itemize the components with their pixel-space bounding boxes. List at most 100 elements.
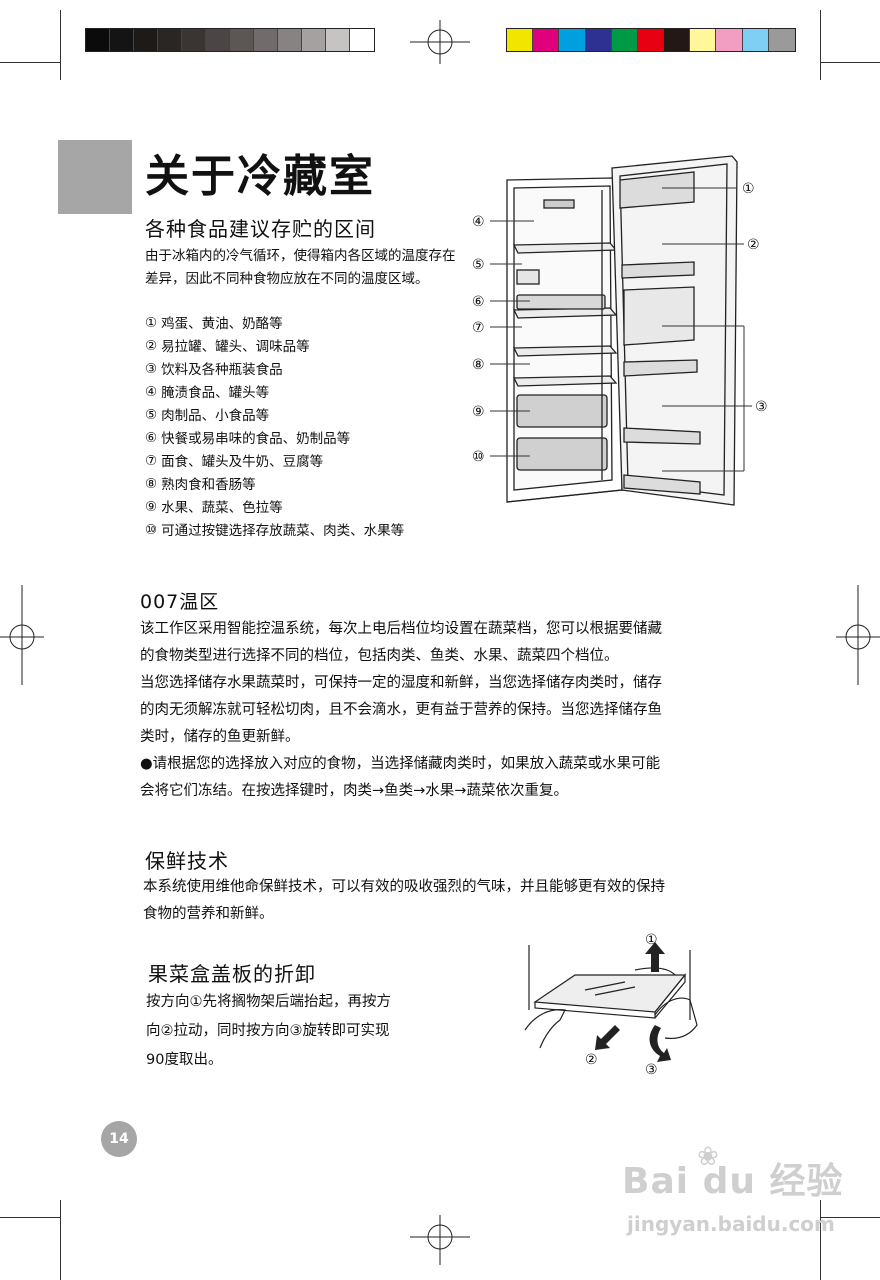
crop-mark [0, 62, 60, 63]
color-swatch [611, 29, 638, 51]
paragraph-line: 食物的营养和新鲜。 [143, 906, 274, 922]
fresh-text: 本系统使用维他命保鲜技术，可以有效的吸收强烈的气味，并且能够更有效的保持 食物的… [143, 874, 783, 928]
fresh-heading: 保鲜技术 [145, 849, 229, 873]
paragraph-line: 类时，储存的鱼更新鲜。 [140, 729, 300, 745]
color-swatch [182, 29, 206, 51]
zone-number: ⑦ [145, 453, 158, 469]
paragraph-line: 的肉无须解冻就可轻松切肉，且不会滴水，更有益于营养的保持。当您选择储存鱼 [140, 702, 662, 718]
zone-number: ⑩ [145, 522, 158, 538]
color-swatch [664, 29, 691, 51]
color-swatch [690, 29, 717, 51]
watermark-logo: ❀ Bai du 经验 [622, 1142, 844, 1202]
zone-number: ⑤ [145, 407, 158, 423]
crop-mark [820, 1200, 821, 1280]
color-swatch [768, 29, 795, 51]
paragraph-line: 按方向①先将搁物架后端抬起，再按方 [146, 994, 391, 1010]
diagram-label: ⑤ [472, 257, 485, 273]
crop-mark [60, 1200, 61, 1280]
page-number: 14 [101, 1121, 137, 1157]
fridge-zone-diagram: ④ ⑤ ⑥ ⑦ ⑧ ⑨ ⑩ ① ② ③ [472, 155, 768, 506]
zone-number: ⑨ [145, 499, 158, 515]
diagram-label: ① [645, 932, 658, 948]
color-swatch [637, 29, 665, 51]
registration-mark-top [410, 20, 470, 64]
watermark-url: jingyan.baidu.com [627, 1212, 835, 1236]
color-swatch [302, 29, 326, 51]
section-marker-block [58, 140, 132, 214]
color-swatch [507, 29, 534, 51]
diagram-label: ⑥ [472, 294, 485, 310]
color-swatch [326, 29, 350, 51]
color-swatch [86, 29, 110, 51]
zone007-heading: 007温区 [140, 591, 220, 613]
crop-mark [0, 1217, 60, 1218]
crop-mark [820, 62, 880, 63]
storage-intro: 由于冰箱内的冷气循环，使得箱内各区域的温度存在差异，因此不同种食物应放在不同的温… [145, 248, 456, 287]
zone-number: ③ [145, 361, 158, 377]
paragraph-line: 本系统使用维他命保鲜技术，可以有效的吸收强烈的气味，并且能够更有效的保持 [143, 879, 665, 895]
crisper-removal-diagram: ① ② ③ [524, 932, 698, 1078]
color-calibration-bar [506, 28, 796, 52]
crisper-heading: 果菜盒盖板的折卸 [148, 962, 316, 986]
color-swatch [716, 29, 743, 51]
paragraph-line: 90度取出。 [146, 1052, 223, 1068]
crop-mark [60, 10, 61, 80]
crisper-text: 按方向①先将搁物架后端抬起，再按方 向②拉动，同时按方向③旋转即可实现 90度取… [146, 988, 466, 1075]
diagram-label: ③ [755, 399, 768, 415]
color-swatch [278, 29, 302, 51]
diagram-label: ③ [645, 1062, 658, 1078]
diagram-label: ④ [472, 214, 485, 230]
zone-number: ④ [145, 384, 158, 400]
paragraph-line: 当您选择储存水果蔬菜时，可保持一定的湿度和新鲜，当您选择储存肉类时，储存 [140, 675, 662, 691]
zone-number: ② [145, 338, 158, 354]
color-swatch [742, 29, 769, 51]
paragraph-line: 该工作区采用智能控温系统，每次上电后档位均设置在蔬菜档，您可以根据要储藏 [140, 621, 662, 637]
baidu-paw-icon: ❀ [697, 1142, 720, 1172]
color-swatch [350, 29, 374, 51]
fridge-door [611, 155, 738, 506]
diagram-label: ② [747, 237, 760, 253]
color-swatch [254, 29, 278, 51]
diagram-label: ⑩ [472, 449, 485, 465]
grayscale-calibration-bar [85, 28, 375, 52]
zone-number: ⑥ [145, 430, 158, 446]
fridge-cabinet [506, 177, 623, 503]
paragraph-line: 的食物类型进行选择不同的档位，包括肉类、鱼类、水果、蔬菜四个档位。 [140, 648, 619, 664]
paragraph-line: ●请根据您的选择放入对应的食物，当选择储藏肉类时，如果放入蔬菜或水果可能 [140, 756, 661, 772]
registration-mark-right [836, 585, 880, 685]
registration-mark-bottom [410, 1215, 470, 1265]
color-swatch [533, 29, 560, 51]
zone007-text: 该工作区采用智能控温系统，每次上电后档位均设置在蔬菜档，您可以根据要储藏 的食物… [140, 616, 780, 805]
paragraph-line: 向②拉动，同时按方向③旋转即可实现 [146, 1023, 390, 1039]
page-title: 关于冷藏室 [145, 151, 375, 202]
color-swatch [230, 29, 254, 51]
arrow-down-left-icon [595, 1025, 620, 1050]
diagram-label: ⑦ [472, 320, 485, 336]
rotate-arrow-icon [649, 1025, 671, 1062]
storage-heading: 各种食品建议存贮的区间 [145, 217, 376, 241]
registration-mark-left [0, 585, 44, 685]
zone-number: ⑧ [145, 476, 158, 492]
crop-mark [820, 1217, 880, 1218]
diagram-label: ⑨ [472, 404, 485, 420]
color-swatch [559, 29, 586, 51]
color-swatch [134, 29, 158, 51]
color-swatch [206, 29, 230, 51]
color-swatch [158, 29, 182, 51]
diagram-label: ① [742, 181, 755, 197]
arrow-up-icon [645, 942, 665, 972]
paragraph-line: 会将它们冻结。在按选择键时，肉类→鱼类→水果→蔬菜依次重复。 [140, 783, 568, 799]
color-swatch [585, 29, 612, 51]
diagram-label: ⑧ [472, 357, 485, 373]
